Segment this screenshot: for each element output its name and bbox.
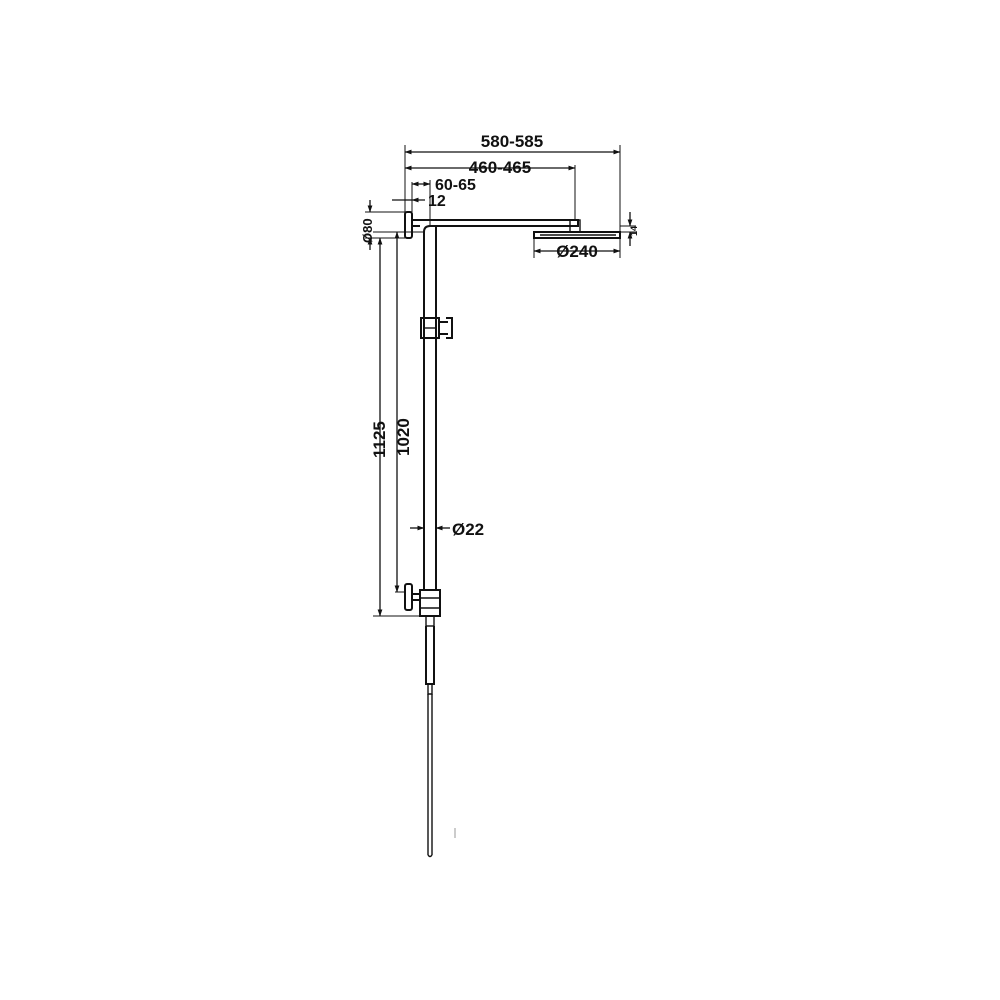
shower-hose [427, 694, 433, 855]
dimension-labels: 580-585 460-465 60-65 12 Ø80 Ø240 14 112… [360, 132, 639, 539]
top-wall-flange [404, 211, 413, 239]
label-wall-offset: 60-65 [435, 177, 476, 194]
label-pipe-diameter: Ø22 [452, 520, 484, 539]
hand-shower [425, 626, 435, 695]
label-head-diameter: Ø240 [556, 242, 598, 261]
label-overall-height: 1125 [370, 421, 389, 458]
label-riser-height: 1020 [394, 418, 413, 456]
label-flange-thickness: 12 [428, 193, 446, 210]
handshower-holder [420, 317, 453, 339]
dimension-lines [365, 145, 636, 617]
riser-elbow [423, 225, 437, 233]
bottom-wall-flange [404, 583, 413, 611]
label-arm-length: 460-465 [469, 158, 531, 177]
bottom-wall-connector [412, 593, 420, 601]
shower-arm [412, 219, 579, 227]
diverter-body [419, 589, 441, 627]
label-flange-diameter: Ø80 [360, 218, 375, 243]
label-head-thickness: 14 [629, 226, 639, 236]
riser-pipe [423, 232, 437, 590]
label-overall-width: 580-585 [481, 132, 543, 151]
shower-column [404, 211, 621, 858]
